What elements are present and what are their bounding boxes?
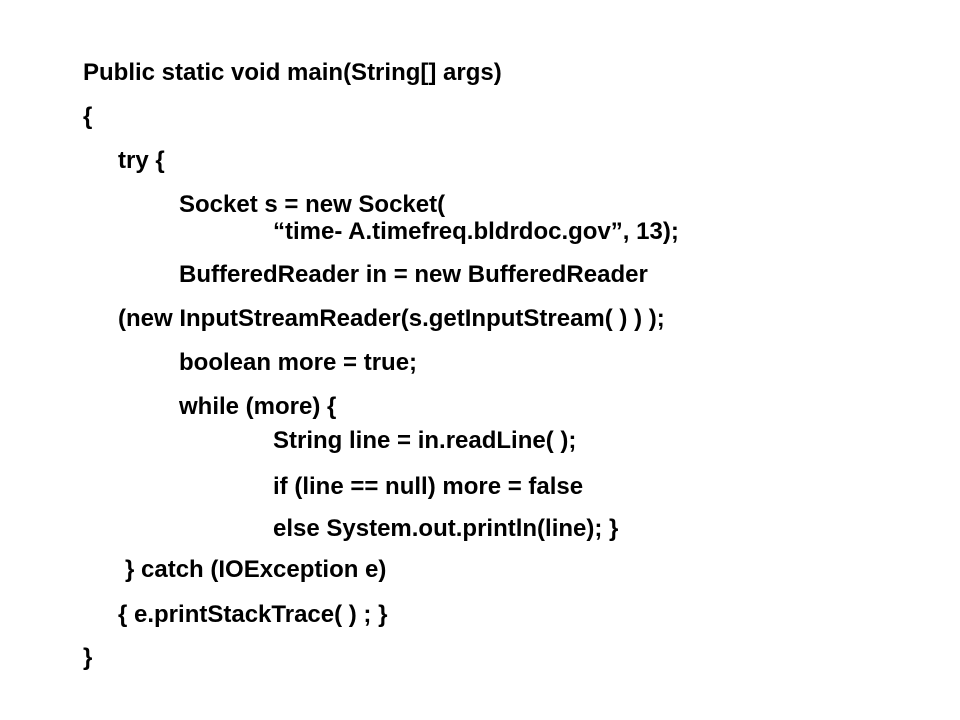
code-line: (new InputStreamReader(s.getInputStream(… — [118, 305, 665, 332]
code-line: try { — [118, 147, 165, 174]
code-line: else System.out.println(line); } — [273, 515, 619, 542]
code-line: Socket s = new Socket( — [179, 191, 446, 218]
code-line: { — [83, 103, 93, 130]
code-line: “time- A.timefreq.bldrdoc.gov”, 13); — [273, 218, 679, 245]
code-line: Public static void main(String[] args) — [83, 59, 502, 86]
code-line: while (more) { — [179, 393, 337, 420]
code-line: boolean more = true; — [179, 349, 418, 376]
code-line: { e.printStackTrace( ) ; } — [118, 601, 388, 628]
code-line: String line = in.readLine( ); — [273, 427, 577, 454]
code-line: } — [83, 644, 93, 671]
code-line: } catch (IOException e) — [125, 556, 387, 583]
code-line: if (line == null) more = false — [273, 473, 584, 500]
code-line: BufferedReader in = new BufferedReader — [179, 261, 648, 288]
